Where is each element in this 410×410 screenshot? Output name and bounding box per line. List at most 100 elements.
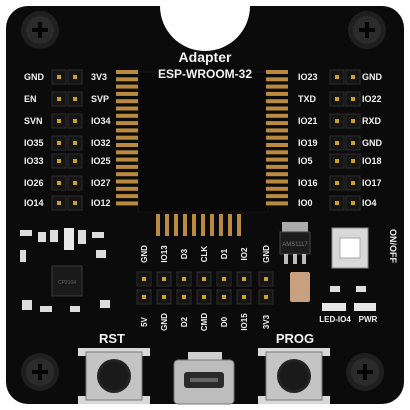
pin-label: IO19 [298, 138, 318, 148]
pin-label: D2 [180, 316, 189, 327]
module-footprint [137, 71, 269, 213]
smd-components [20, 228, 110, 312]
led-indicator [322, 286, 376, 311]
header-pin-tip [351, 75, 355, 79]
header-pin-tip [335, 181, 339, 185]
header-pin-tip [202, 295, 206, 299]
pin-label: CLK [200, 246, 209, 263]
header-pin-tip [57, 75, 61, 79]
pogo-pin [266, 143, 288, 147]
pogo-pin [116, 106, 138, 111]
pogo-pin [116, 135, 138, 140]
pin-label: IO34 [91, 116, 111, 126]
header-pin-tip [142, 295, 146, 299]
pogo-pin [266, 157, 288, 162]
pogo-pin [116, 128, 138, 133]
screw-icon [21, 353, 59, 391]
left-pogo-pins [116, 70, 138, 206]
prog-label: PROG [276, 331, 314, 346]
screw-icon [346, 353, 384, 391]
pin-label: 3V3 [262, 314, 271, 329]
pogo-pin [210, 214, 214, 236]
header-pin-tip [57, 181, 61, 185]
pogo-pin [266, 164, 288, 169]
header-pin-tip [73, 141, 77, 145]
pogo-pin [116, 143, 138, 147]
pin-label: IO23 [298, 72, 318, 82]
pin-label: D0 [220, 316, 229, 327]
board-title: Adapter [179, 49, 232, 65]
pin-label: IO16 [298, 178, 318, 188]
pin-label: IO17 [362, 178, 382, 188]
header-pin-tip [57, 201, 61, 205]
rst-button[interactable] [78, 348, 150, 404]
pogo-pin [116, 194, 138, 199]
header-pin-tip [351, 97, 355, 101]
svg-text:CP2104: CP2104 [58, 280, 76, 286]
pin-label: IO33 [24, 156, 44, 166]
pin-label: GND [160, 313, 169, 331]
pin-label: IO26 [24, 178, 44, 188]
screw-icon [21, 11, 59, 49]
pin-label: 5V [140, 316, 149, 326]
pogo-pin [165, 214, 169, 236]
pogo-pin [116, 164, 138, 169]
pin-label: IO22 [362, 94, 382, 104]
pogo-pin [266, 179, 288, 184]
pin-label: SVN [24, 116, 43, 126]
header-pin-tip [242, 277, 246, 281]
onoff-label: ON/OFF [388, 229, 398, 263]
pogo-pin [266, 121, 288, 126]
pin-label: IO5 [298, 156, 313, 166]
pin-label: RXD [362, 116, 382, 126]
pogo-pin [266, 194, 288, 199]
pin-label: IO32 [91, 138, 111, 148]
pogo-pin [116, 91, 138, 96]
pin-label: EN [24, 94, 37, 104]
pin-label: TXD [298, 94, 317, 104]
header-pin-tip [73, 159, 77, 163]
left-pin-header [51, 69, 83, 211]
module-name: ESP-WROOM-32 [158, 67, 252, 81]
pin-label: IO15 [240, 313, 249, 331]
pin-label: IO35 [24, 138, 44, 148]
pin-label: GND [262, 245, 271, 263]
pogo-pin [116, 201, 138, 206]
pogo-pin [266, 135, 288, 140]
pogo-pin [192, 214, 196, 236]
pogo-pin [266, 106, 288, 111]
header-pin-tip [335, 119, 339, 123]
pogo-pin [183, 214, 187, 236]
pin-label: IO13 [160, 245, 169, 263]
pin-label: D1 [220, 248, 229, 259]
header-pin-tip [351, 159, 355, 163]
header-pin-tip [142, 277, 146, 281]
header-pin-tip [335, 201, 339, 205]
pin-label: IO2 [240, 247, 249, 260]
micro-usb-port[interactable] [173, 352, 235, 405]
pogo-pin [266, 128, 288, 133]
pin-label: D3 [180, 248, 189, 259]
header-pin-tip [73, 119, 77, 123]
power-switch[interactable] [331, 227, 369, 269]
header-pin-tip [335, 97, 339, 101]
header-pin-tip [264, 295, 268, 299]
pogo-pin [266, 172, 288, 177]
rst-label: RST [99, 331, 125, 346]
pogo-pin [266, 113, 288, 118]
prog-button[interactable] [258, 348, 330, 404]
pogo-pin [201, 214, 205, 236]
header-pin-tip [335, 75, 339, 79]
header-pin-tip [57, 119, 61, 123]
pogo-pin [266, 150, 288, 155]
pin-label: 3V3 [91, 72, 107, 82]
header-pin-tip [182, 295, 186, 299]
header-pin-tip [73, 181, 77, 185]
pogo-pin [174, 214, 178, 236]
pwr-label: PWR [359, 315, 378, 324]
pin-label: SVP [91, 94, 109, 104]
pogo-pin [219, 214, 223, 236]
